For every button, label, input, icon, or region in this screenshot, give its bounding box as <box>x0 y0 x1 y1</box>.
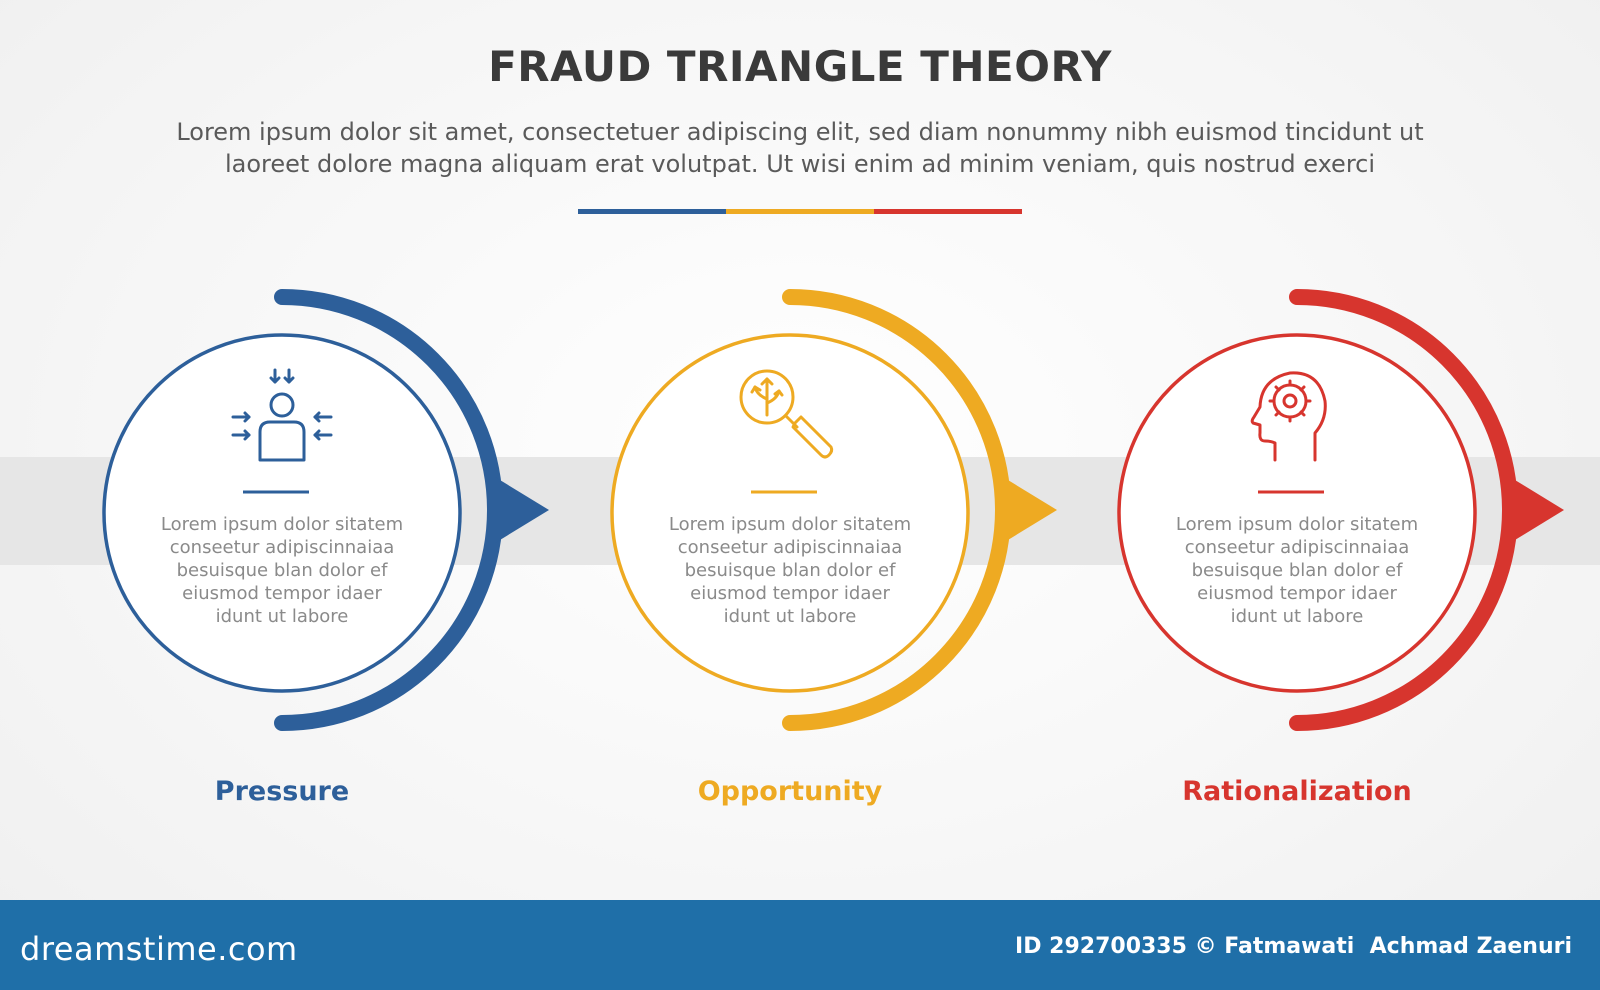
step-graphic-pressure <box>102 289 549 731</box>
description-line: conseetur adipiscinnaiaa <box>1184 537 1410 558</box>
step-description-opportunity: Lorem ipsum dolor sitatem conseetur adip… <box>645 513 935 628</box>
description-line: idunt ut labore <box>1230 606 1364 627</box>
description-line: besuisque blan dolor ef <box>176 560 388 581</box>
page-title: FRAUD TRIANGLE THEORY <box>488 42 1112 91</box>
description-line: eiusmod tempor idaer <box>690 583 890 604</box>
pressure-person-icon <box>227 365 337 475</box>
subtitle-line: Lorem ipsum dolor sit amet, consectetuer… <box>176 118 1424 146</box>
description-line: eiusmod tempor idaer <box>182 583 382 604</box>
step-graphic-opportunity <box>610 289 1057 731</box>
tricolor-divider-red <box>874 209 1022 214</box>
head-gear-icon <box>1245 365 1355 475</box>
footer-bar: dreamstime.com ID 292700335 © Fatmawati … <box>0 900 1600 990</box>
tricolor-divider-blue <box>578 209 726 214</box>
subtitle-line: laoreet dolore magna aliquam erat volutp… <box>224 150 1376 178</box>
description-line: besuisque blan dolor ef <box>684 560 896 581</box>
description-line: eiusmod tempor idaer <box>1197 583 1397 604</box>
description-line: Lorem ipsum dolor sitatem <box>160 514 404 535</box>
tricolor-divider-yellow <box>726 209 874 214</box>
page-subtitle: Lorem ipsum dolor sit amet, consectetuer… <box>100 116 1500 180</box>
description-line: conseetur adipiscinnaiaa <box>169 537 395 558</box>
description-line: idunt ut labore <box>215 606 349 627</box>
description-line: conseetur adipiscinnaiaa <box>677 537 903 558</box>
description-line: Lorem ipsum dolor sitatem <box>668 514 912 535</box>
step-description-pressure: Lorem ipsum dolor sitatem conseetur adip… <box>137 513 427 628</box>
step-circle-opportunity <box>610 333 970 693</box>
step-graphic-rationalization <box>1117 289 1564 731</box>
step-arrow-opportunity <box>1003 477 1057 543</box>
step-label-opportunity: Opportunity <box>697 776 883 807</box>
description-line: idunt ut labore <box>723 606 857 627</box>
magnifier-arrows-icon <box>735 365 845 475</box>
step-circle-rationalization <box>1117 333 1477 693</box>
step-description-rationalization: Lorem ipsum dolor sitatem conseetur adip… <box>1152 513 1442 628</box>
step-arrow-rationalization <box>1510 477 1564 543</box>
description-line: Lorem ipsum dolor sitatem <box>1175 514 1419 535</box>
step-label-rationalization: Rationalization <box>1182 776 1412 807</box>
step-label-pressure: Pressure <box>214 776 350 807</box>
step-arrow-pressure <box>495 477 549 543</box>
footer-credit: ID 292700335 © Fatmawati Achmad Zaenuri <box>1015 934 1572 959</box>
footer-logo: dreamstime.com <box>20 930 298 968</box>
description-line: besuisque blan dolor ef <box>1191 560 1403 581</box>
step-circle-pressure <box>102 333 462 693</box>
